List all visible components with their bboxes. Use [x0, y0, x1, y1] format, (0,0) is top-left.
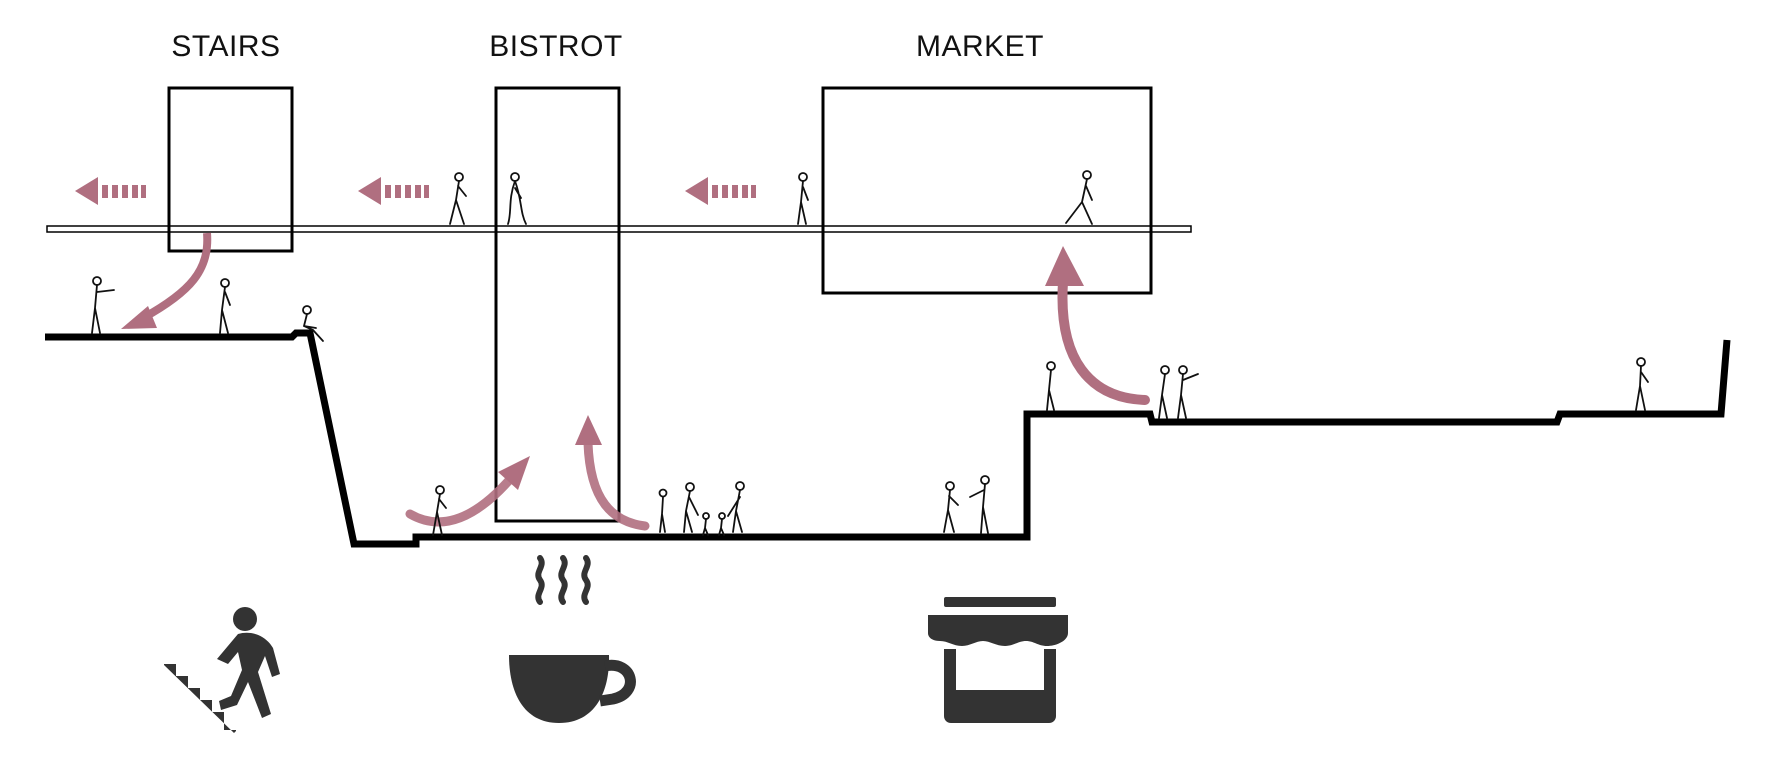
flow-arrow-stairs-descent — [121, 232, 212, 329]
flow-arrow-bistrot-entry-left — [405, 456, 530, 527]
walkway-arrow-bistrot — [358, 177, 429, 205]
person-figure — [91, 170, 1649, 536]
walkway-arrow-stairs — [75, 177, 146, 205]
ground-profile — [45, 329, 1731, 548]
stairs-climber-icon — [164, 607, 280, 733]
stairs-label: STAIRS — [171, 30, 281, 63]
market-stall-icon — [928, 597, 1068, 723]
walkway-arrow-market — [685, 177, 756, 205]
bistrot-volume — [494, 86, 621, 523]
flow-arrow-market-ascent — [1045, 246, 1150, 405]
stairs-volume — [167, 86, 294, 253]
bistrot-label: BISTROT — [489, 30, 623, 63]
coffee-cup-icon — [509, 555, 636, 723]
market-label: MARKET — [915, 30, 1044, 63]
market-volume — [821, 86, 1153, 295]
flow-arrow-bistrot-entry-right — [575, 415, 650, 531]
